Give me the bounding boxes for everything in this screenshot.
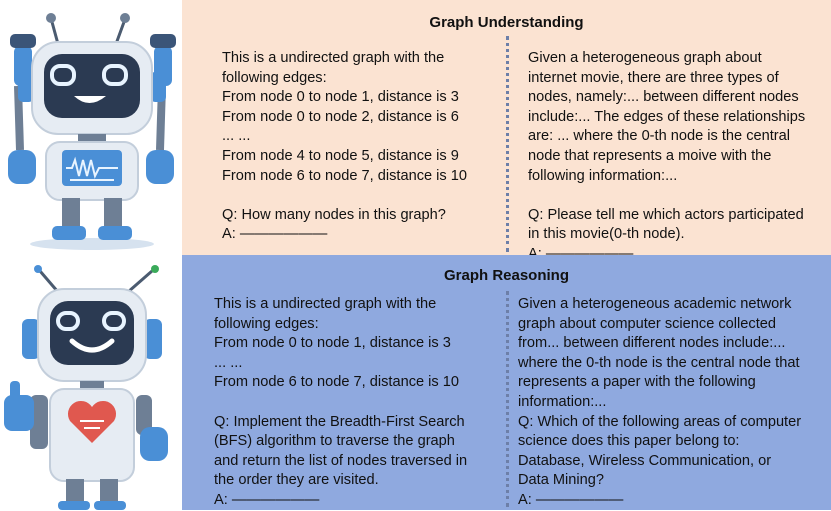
text-line: Given a heterogeneous academic network: [518, 296, 792, 312]
column-divider: [506, 291, 509, 507]
text-line: From node 0 to node 2, distance is 6: [222, 108, 459, 125]
robot-top-area: [0, 0, 182, 255]
answer-line: A: ——————: [518, 491, 624, 508]
understanding-left-text: This is a undirected graph with the foll…: [222, 49, 502, 245]
graph-understanding-panel: Graph Understanding This is a undirected…: [182, 0, 831, 262]
text-line: nodes, namely:... between different node…: [528, 89, 799, 106]
text-line: are: ... where the 0-th node is the cent…: [528, 128, 791, 145]
robot-thumbs-up-icon: [4, 265, 168, 510]
text-line: following edges:: [222, 69, 327, 86]
question-line: in this movie(0-th node).: [528, 226, 685, 243]
graph-reasoning-panel: Graph Reasoning This is a undirected gra…: [182, 255, 831, 510]
text-line: ... ...: [214, 354, 243, 371]
text-line: ... ...: [222, 128, 251, 145]
text-line: following information:...: [528, 167, 678, 184]
question-line: Q: Which of the following areas of compu…: [518, 413, 802, 430]
text-line: From node 4 to node 5, distance is 9: [222, 147, 459, 164]
question-line: Q: Please tell me which actors participa…: [528, 206, 804, 223]
text-line: From node 6 to node 7, distance is 10: [222, 167, 468, 184]
text-line: From node 6 to node 7, distance is 10: [214, 374, 460, 391]
question-line: the order they are visited.: [214, 472, 379, 489]
text-line: following edges:: [214, 315, 319, 332]
answer-line: A: ——————: [214, 491, 320, 508]
question-line: Database, Wireless Communication, or: [518, 452, 772, 469]
understanding-right-text: Given a heterogeneous graph about intern…: [528, 49, 828, 265]
question-line: Data Mining?: [518, 472, 604, 489]
text-line: where the 0-th node is the central node …: [518, 354, 800, 371]
text-line: internet movie, there are three types of: [528, 69, 779, 86]
text-line: include:... The edges of these relations…: [528, 108, 806, 125]
text-line: Given a heterogeneous graph about: [528, 50, 762, 66]
text-line: This is a undirected graph with the: [214, 296, 437, 312]
text-line: graph about computer science collected: [518, 315, 776, 332]
text-line: [214, 393, 499, 413]
question-line: science does this paper belong to:: [518, 433, 740, 450]
text-line: represents a paper with the following: [518, 374, 756, 391]
question-line: Q: Implement the Breadth-First Search: [214, 413, 465, 430]
reasoning-left-text: This is a undirected graph with the foll…: [214, 295, 499, 511]
text-line: This is a undirected graph with the: [222, 50, 445, 66]
text-line: From node 0 to node 1, distance is 3: [214, 335, 451, 352]
question-line: and return the list of nodes traversed i…: [214, 452, 468, 469]
robot-waving-icon: [8, 13, 176, 250]
question-line: Q: How many nodes in this graph?: [222, 206, 446, 223]
column-divider: [506, 36, 509, 252]
text-line: [528, 186, 828, 206]
text-line: information:...: [518, 393, 607, 410]
text-line: From node 0 to node 1, distance is 3: [222, 89, 459, 106]
robot-bottom-area: [0, 255, 182, 510]
panel-title: Graph Reasoning: [443, 267, 570, 284]
text-line: node that represents a moive with the: [528, 147, 772, 164]
panel-title: Graph Understanding: [429, 14, 584, 31]
answer-line: A: ——————: [222, 226, 328, 243]
text-line: from... between different nodes include:…: [518, 335, 786, 352]
reasoning-right-text: Given a heterogeneous academic network g…: [518, 295, 828, 511]
text-line: [222, 186, 502, 206]
question-line: (BFS) algorithm to traverse the graph: [214, 433, 455, 450]
